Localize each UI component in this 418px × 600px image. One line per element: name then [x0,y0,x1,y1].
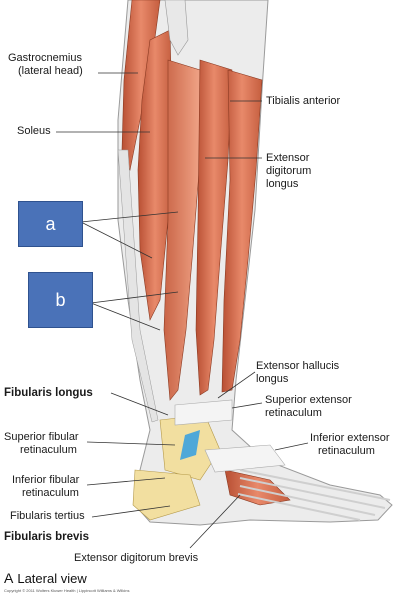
label-sup-fib-ret-1: Superior fibular [4,431,79,443]
lateral-tendon [117,149,159,423]
label-tibialis-anterior: Tibialis anterior [266,95,341,107]
label-soleus: Soleus [17,125,51,137]
label-ehl-2: longus [256,373,289,385]
caption-text: Lateral view [17,571,87,586]
label-inf-ext-ret-2: retinaculum [318,445,375,457]
leader-lines [56,72,309,549]
retinaculum-blue [180,430,200,460]
label-sup-ext-ret-1: Superior extensor [265,394,352,406]
inferior-extensor-retinaculum [204,444,286,473]
heel-bone [132,469,201,521]
label-edl-2: digitorum [266,165,312,177]
knee-tendon [164,0,189,56]
label-fibularis-brevis: Fibularis brevis [4,531,90,543]
label-fibularis-longus: Fibularis longus [4,387,93,399]
label-fibularis-tertius: Fibularis tertius [10,510,85,522]
label-ehl-1: Extensor hallucis [256,360,340,372]
tibialis-anterior-muscle [221,69,263,393]
label-inf-fib-ret-1: Inferior fibular [12,474,80,486]
copyright-text: Copyright © 2011 Wolters Kluwer Health |… [4,588,130,593]
toe-tendons [237,469,391,521]
superior-extensor-retinaculum [174,399,233,426]
label-edl-3: longus [266,178,299,190]
label-inf-ext-ret-1: Inferior extensor [310,432,390,444]
label-edb: Extensor digitorum brevis [74,552,199,564]
answer-box-a: a [18,201,83,247]
caption-letter: A [4,570,14,586]
label-edl-1: Extensor [266,152,310,164]
answer-box-b: b [28,272,93,328]
label-sup-fib-ret-2: retinaculum [20,444,77,456]
label-gastrocnemius-head: (lateral head) [18,65,83,77]
label-inf-fib-ret-2: retinaculum [22,487,79,499]
label-sup-ext-ret-2: retinaculum [265,407,322,419]
label-gastrocnemius: Gastrocnemius [8,52,82,64]
